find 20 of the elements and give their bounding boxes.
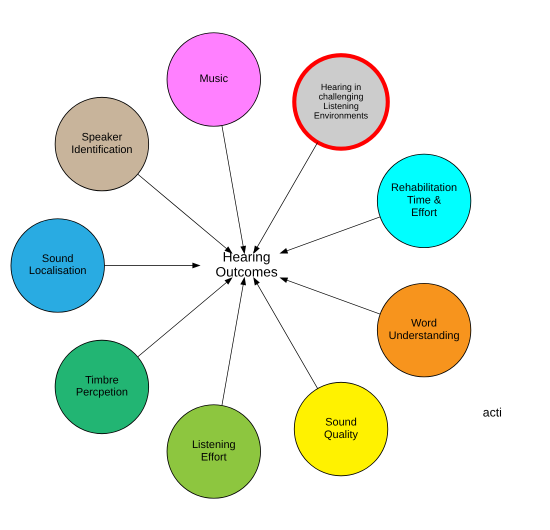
arrow xyxy=(138,276,233,357)
arrow xyxy=(253,276,318,388)
arrow xyxy=(253,142,318,254)
node-circle: Music xyxy=(166,32,261,126)
node-circle: Timbre Percpetion xyxy=(54,339,150,434)
node-circle: Sound Localisation xyxy=(10,218,105,312)
arrow xyxy=(222,276,246,406)
arrow xyxy=(138,173,233,254)
node-circle: Sound Quality xyxy=(294,381,388,476)
arrow xyxy=(279,216,380,254)
arrow xyxy=(104,262,201,268)
node-circle: Listening Effort xyxy=(166,404,261,498)
node-circle: Hearing in challenging Listening Environments xyxy=(292,52,390,150)
node-circle: Rehabilitation Time & Effort xyxy=(376,153,472,248)
node-circle: Word Understanding xyxy=(376,282,472,377)
arrow xyxy=(222,124,246,254)
label: acti xyxy=(482,405,502,420)
arrow xyxy=(279,276,380,314)
node-text: Hearing Outcomes xyxy=(216,248,278,279)
node-circle: Speaker Identification xyxy=(54,96,150,191)
